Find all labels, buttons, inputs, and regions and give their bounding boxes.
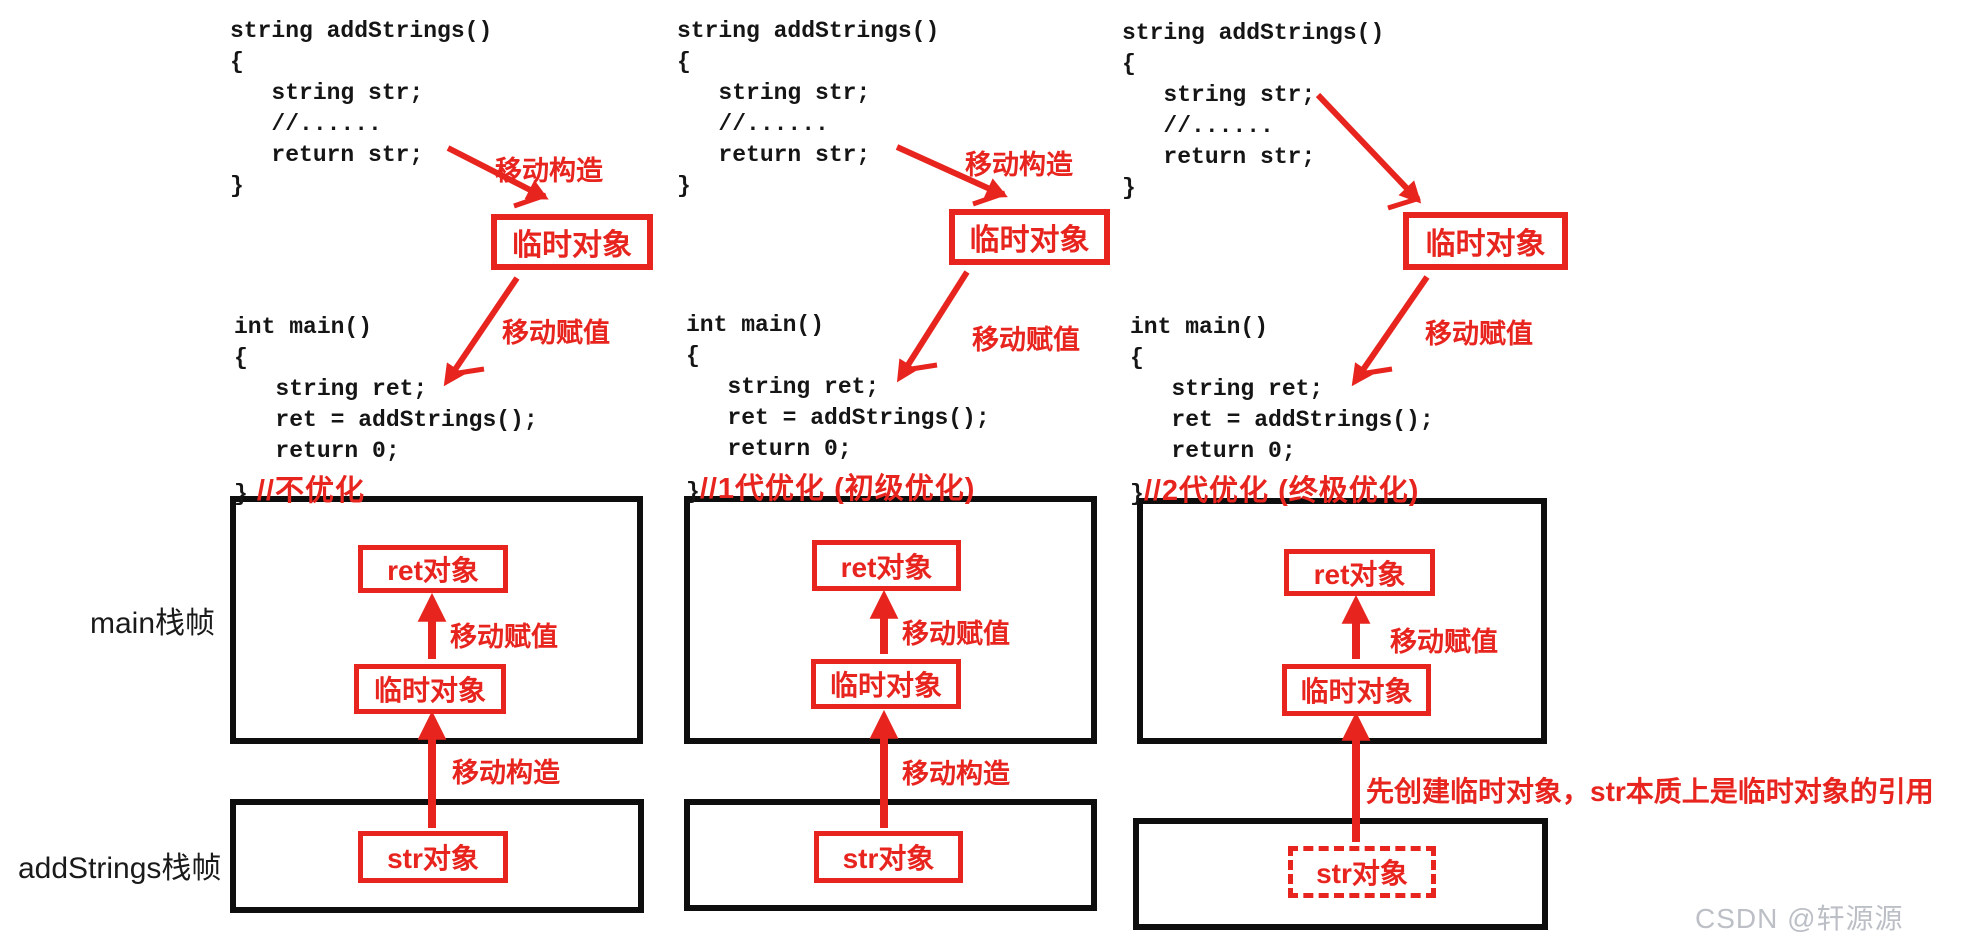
- temp-object-frame-label-col3: 临时对象: [1300, 676, 1413, 707]
- move-assign-top-label-col1: 移动赋值: [502, 318, 610, 348]
- ret-object-label-col2: ret对象: [840, 551, 933, 583]
- main-stack-frame-col3: [1137, 498, 1547, 744]
- addstrings-code-col2: string addStrings() { string str; //....…: [677, 18, 940, 199]
- temp-object-box-label-col1: 临时对象: [512, 229, 632, 262]
- temp-object-box-col3: 临时对象: [1403, 212, 1568, 270]
- addstrings-code-col3: string addStrings() { string str; //....…: [1122, 20, 1385, 201]
- ret-object-label-col1: ret对象: [387, 555, 479, 586]
- move-assign-top-label-col2: 移动赋值: [972, 325, 1080, 355]
- move-construct-arrow-tick-col2: [972, 190, 1006, 207]
- str-object-box-col2: str对象: [814, 831, 963, 883]
- temp-reference-annotation-col3: 先创建临时对象，str本质上是临时对象的引用: [1366, 776, 1934, 807]
- str-object-label-col2: str对象: [842, 843, 935, 874]
- optimization-comment-col3: //2代优化 (终极优化): [1143, 475, 1420, 507]
- main-stack-frame-col2: [684, 496, 1097, 744]
- frame-move-assign-label-col2: 移动赋值: [902, 619, 1010, 649]
- addstrings-frame-label: addStrings栈帧: [18, 852, 222, 885]
- frame-move-assign-label-col3: 移动赋值: [1390, 627, 1498, 657]
- str-object-box-col1: str对象: [358, 831, 508, 883]
- str-object-label-col1: str对象: [387, 843, 479, 874]
- move-construct-top-label-col2: 移动构造: [965, 150, 1073, 180]
- main-code-block-col3: int main() { string ret; ret = addString…: [1130, 312, 1434, 507]
- frame-move-construct-label-col2: 移动构造: [902, 759, 1010, 789]
- main-stack-frame-col1: [230, 496, 643, 744]
- comment-line-col1: } //不优化: [234, 467, 538, 507]
- main-code-col3: int main() { string ret; ret = addString…: [1130, 314, 1434, 464]
- temp-object-frame-box-col3: 临时对象: [1282, 664, 1431, 716]
- move-construct-arrow-tick-col1: [513, 192, 547, 209]
- addstrings-stack-frame-col3: [1133, 818, 1548, 930]
- temp-object-box-label-col2: 临时对象: [969, 224, 1090, 257]
- csdn-watermark: CSDN @轩源源: [1695, 903, 1904, 934]
- comment-line-col2: }//1代优化 (初级优化): [686, 465, 990, 505]
- temp-object-frame-label-col1: 临时对象: [373, 675, 486, 706]
- addstrings-stack-frame-col1: [230, 799, 644, 913]
- addstrings-stack-frame-col2: [684, 799, 1097, 911]
- ret-object-label-col3: ret对象: [1313, 558, 1406, 590]
- temp-object-frame-box-col2: 临时对象: [811, 659, 961, 709]
- closing-brace-col1: }: [234, 481, 248, 507]
- str-object-label-col3: str对象: [1316, 858, 1408, 889]
- main-code-col2: int main() { string ret; ret = addString…: [686, 312, 990, 462]
- move-construct-top-label-col1: 移动构造: [495, 156, 603, 186]
- ret-object-box-col3: ret对象: [1284, 549, 1435, 596]
- main-code-col1: int main() { string ret; ret = addString…: [234, 314, 538, 464]
- comment-line-col3: }//2代优化 (终极优化): [1130, 467, 1434, 507]
- closing-brace-col2: }: [686, 479, 700, 505]
- temp-construct-arrow-tick-col3: [1387, 195, 1421, 211]
- ret-object-box-col1: ret对象: [358, 545, 508, 593]
- main-code-block-col1: int main() { string ret; ret = addString…: [234, 312, 538, 507]
- str-object-dashed-box-col3: str对象: [1288, 846, 1436, 898]
- ret-object-box-col2: ret对象: [812, 540, 961, 591]
- optimization-comment-col2: //1代优化 (初级优化): [699, 473, 976, 505]
- temp-object-frame-label-col2: 临时对象: [829, 670, 942, 701]
- temp-object-box-col1: 临时对象: [491, 214, 653, 270]
- main-frame-label: main栈帧: [90, 607, 216, 640]
- temp-object-box-col2: 临时对象: [949, 209, 1110, 265]
- frame-move-construct-label-col1: 移动构造: [452, 758, 560, 788]
- frame-move-assign-label-col1: 移动赋值: [450, 622, 558, 652]
- optimization-comment-col1: //不优化: [247, 475, 365, 507]
- move-assign-top-label-col3: 移动赋值: [1425, 319, 1533, 349]
- temp-object-box-label-col3: 临时对象: [1425, 228, 1546, 261]
- temp-object-frame-box-col1: 临时对象: [354, 664, 506, 714]
- addstrings-code-col1: string addStrings() { string str; //....…: [230, 18, 493, 199]
- main-code-block-col2: int main() { string ret; ret = addString…: [686, 310, 990, 505]
- closing-brace-col3: }: [1130, 481, 1144, 507]
